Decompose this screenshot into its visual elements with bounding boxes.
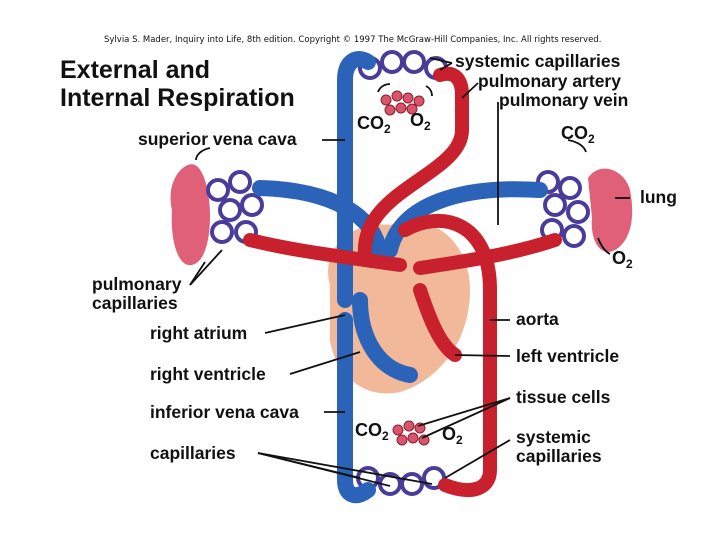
label-right-ventricle: right ventricle [150,364,266,384]
label-inferior-vena-cava: inferior vena cava [150,402,299,422]
title-line-1: External and [60,56,211,84]
label-pulmonary-vein: pulmonary vein [499,90,629,110]
pulmonary-vein-right-path [413,233,562,275]
right-ventricle-path [352,292,418,383]
diagram-title: External and Internal Respiration [60,56,295,112]
superior-vena-cava-path [337,51,376,308]
leader-lines [189,57,630,487]
gas-o2-top: O2 [410,110,431,133]
label-lung: lung [640,187,677,207]
top-tissue-cells [380,90,425,116]
label-systemic-capillaries-top: systemic capillaries [455,51,621,71]
label-superior-vena-cava: superior vena cava [138,129,297,149]
inferior-vena-cava-path [337,312,376,504]
bottom-tissue-cells [392,420,430,446]
label-systemic-capillaries-bottom: systemic capillaries [516,428,602,466]
aorta-down-path [398,213,497,497]
gas-co2-top: CO2 [357,113,391,136]
gas-exchange-arrows [195,83,611,255]
oxygenated-vessels [243,66,562,497]
title-line-2: Internal Respiration [60,84,295,112]
label-systemic-line-2: capillaries [516,446,602,466]
gas-co2-bottom: CO2 [355,420,389,443]
pulmonary-vein-left-path [243,233,407,272]
label-capillaries: capillaries [150,443,236,463]
pulmonary-artery-left-path [252,180,388,268]
label-pulmonary-capillaries: pulmonary capillaries [92,275,181,313]
right-pulmonary-capillaries [536,170,590,248]
label-tissue-cells: tissue cells [516,387,611,407]
deoxygenated-vessels [252,51,548,504]
left-ventricle-path [413,283,462,362]
right-lung [588,168,633,252]
label-right-atrium: right atrium [150,323,248,343]
gas-co2-lung: CO2 [561,123,595,146]
label-left-ventricle: left ventricle [516,346,620,366]
label-pulmonary-line-1: pulmonary [92,274,182,294]
aorta-top-path [357,66,469,262]
label-aorta: aorta [516,309,559,329]
copyright-notice: Sylvia S. Mader, Inquiry into Life, 8th … [104,35,602,45]
label-pulmonary-artery: pulmonary artery [478,71,621,91]
gas-o2-bottom: O2 [442,424,463,447]
label-systemic-line-1: systemic [516,427,591,447]
pulmonary-artery-right-path [382,181,548,258]
left-pulmonary-capillaries [206,170,264,244]
label-pulmonary-line-2: capillaries [92,293,178,313]
left-lung [170,164,210,266]
gas-o2-lung: O2 [612,248,633,271]
